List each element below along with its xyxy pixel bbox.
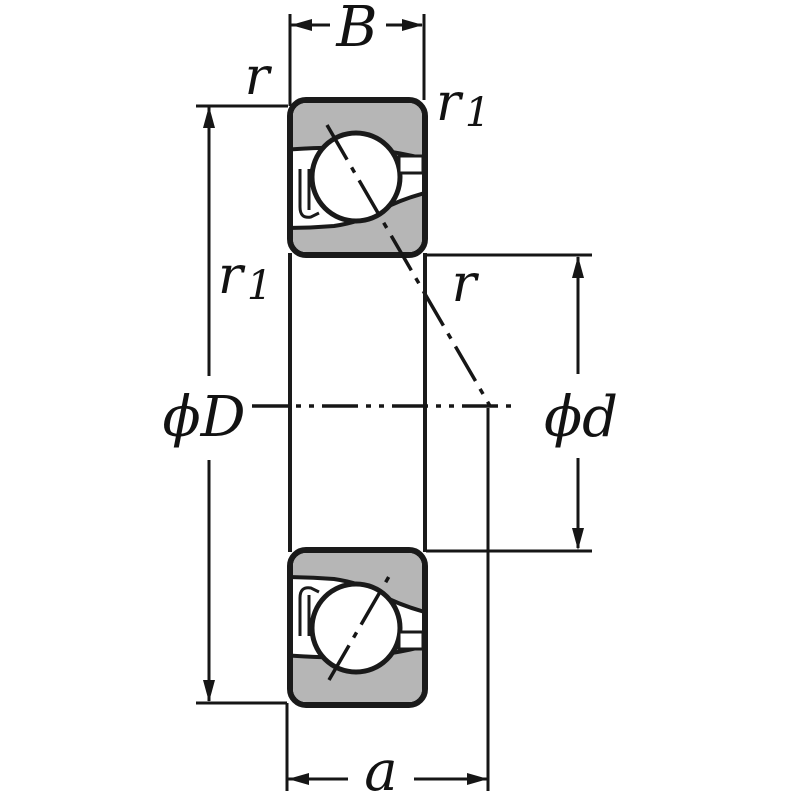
arrowhead-up xyxy=(203,106,215,128)
arrowhead-left xyxy=(291,19,312,31)
upper-ball xyxy=(309,130,403,224)
upper-contact-angle-line xyxy=(325,124,492,407)
arrowhead-up xyxy=(572,256,584,278)
lower-contact-angle-line xyxy=(327,572,393,681)
upper-cage-left xyxy=(298,169,320,219)
label-r-base: r xyxy=(436,73,464,133)
arrowhead-right xyxy=(402,19,423,31)
dimension-load-center-a: a xyxy=(285,408,490,800)
arrowhead-down xyxy=(203,680,215,702)
lower-cage-left xyxy=(298,586,320,636)
dimension-bore-diameter-phid: ϕd xyxy=(426,253,618,553)
label-width-B: B xyxy=(335,0,377,60)
dimension-outer-diameter-phiD: ϕD xyxy=(162,106,287,705)
label-r-subscript: 1 xyxy=(247,263,272,309)
dimension-width-B: B xyxy=(288,0,426,106)
label-outer-diameter-phiD: ϕD xyxy=(162,385,245,450)
upper-bearing-section xyxy=(287,97,492,407)
lower-bearing-section xyxy=(287,547,428,708)
lower-cage-right xyxy=(397,630,425,651)
arrowhead-right xyxy=(467,773,488,785)
upper-cage-right xyxy=(397,154,425,175)
arrowhead-left xyxy=(288,773,309,785)
lower-ball xyxy=(309,581,403,675)
label-chamfer-mid-right-r: r xyxy=(452,254,480,314)
label-r-subscript: 1 xyxy=(465,90,490,136)
label-load-center-a: a xyxy=(364,739,397,800)
label-chamfer-top-left-r: r xyxy=(245,47,273,107)
arrowhead-down xyxy=(572,528,584,550)
label-r-base: r xyxy=(218,246,246,306)
label-bore-diameter-phid: ϕd xyxy=(544,385,618,450)
